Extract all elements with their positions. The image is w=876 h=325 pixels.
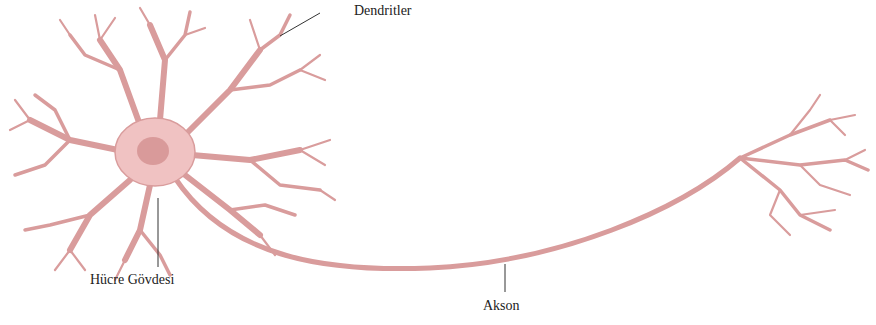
cell-body <box>115 118 195 186</box>
nucleus <box>137 137 169 165</box>
axon <box>175 158 740 269</box>
axon-terminal <box>740 95 868 235</box>
leader-lines <box>158 13 505 292</box>
part-label: Hücre Gövdesi <box>90 272 174 288</box>
part-label: Akson <box>483 298 520 314</box>
dendrite-tree <box>10 8 335 280</box>
part-label: Dendritler <box>354 3 412 19</box>
